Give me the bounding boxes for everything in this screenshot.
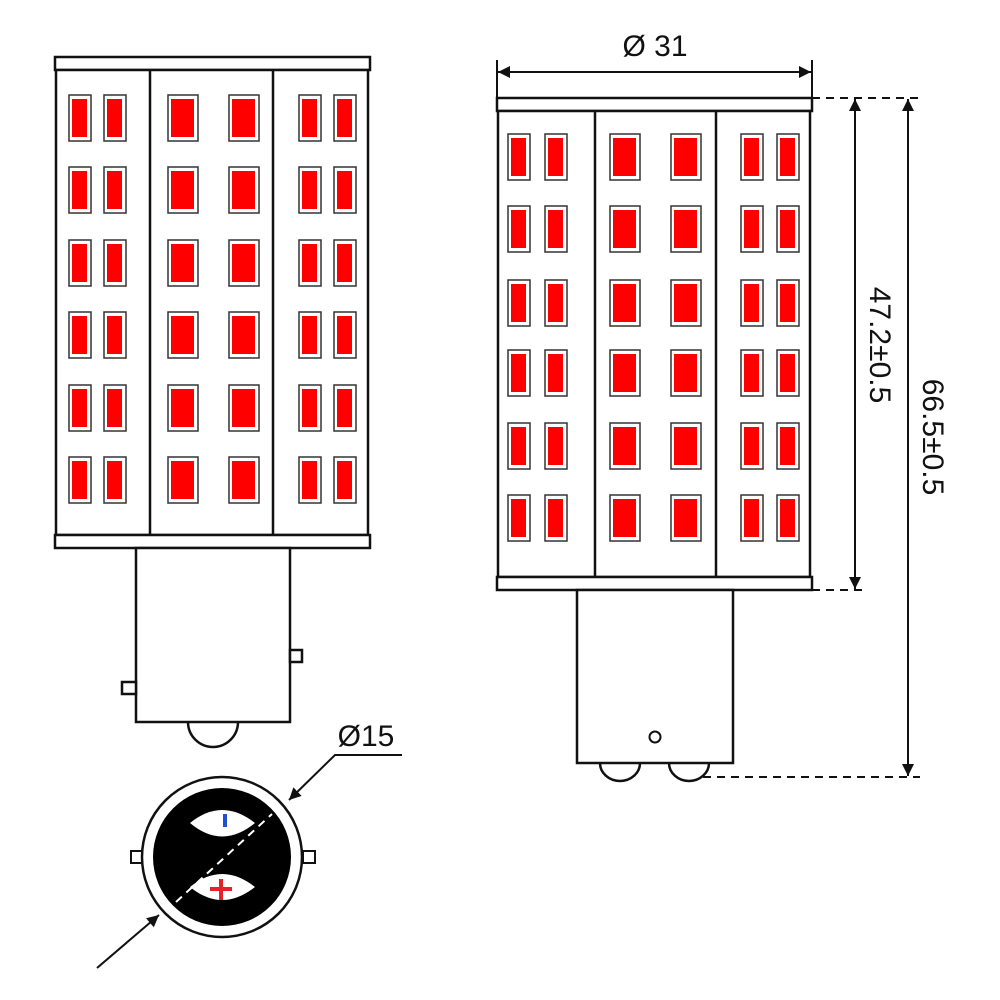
diameter-31-label: Ø 31 <box>622 30 687 63</box>
led-emitter <box>171 244 194 282</box>
led-emitter <box>744 499 759 537</box>
led-emitter <box>674 499 697 537</box>
led-emitter <box>780 284 795 322</box>
diameter-15-leader <box>288 754 402 801</box>
led-emitter <box>613 499 636 537</box>
led-emitter <box>337 461 352 499</box>
led-emitter <box>613 284 636 322</box>
diameter-15-arrow <box>96 914 160 969</box>
led-emitter <box>171 461 194 499</box>
led-emitter <box>171 171 194 209</box>
led-emitter <box>107 461 122 499</box>
led-emitter <box>302 316 317 354</box>
top-cap <box>53 55 372 72</box>
top-cap <box>495 96 814 113</box>
contact <box>186 721 240 749</box>
led-emitter <box>674 354 697 392</box>
led-emitter <box>171 389 194 427</box>
pin <box>120 680 138 696</box>
led-emitter <box>232 389 255 427</box>
led-emitter <box>744 138 759 176</box>
led-emitter <box>613 427 636 465</box>
led-emitter <box>511 284 526 322</box>
pin <box>288 648 304 664</box>
led-emitter <box>744 210 759 248</box>
pin <box>302 850 316 864</box>
led-emitter <box>548 499 563 537</box>
negative-contact <box>190 810 255 837</box>
led-emitter <box>72 171 87 209</box>
led-emitter <box>613 354 636 392</box>
led-emitter <box>72 316 87 354</box>
side-view-right <box>495 96 814 783</box>
led-emitter <box>744 427 759 465</box>
bottom-cap <box>495 575 814 592</box>
led-emitter <box>337 244 352 282</box>
led-emitter <box>548 354 563 392</box>
side-view-left <box>53 55 372 749</box>
led-emitter <box>232 171 255 209</box>
led-emitter <box>337 389 352 427</box>
led-emitter <box>232 461 255 499</box>
led-emitter <box>337 171 352 209</box>
led-emitter <box>107 171 122 209</box>
led-emitter <box>780 427 795 465</box>
led-emitter <box>72 461 87 499</box>
led-emitter <box>72 244 87 282</box>
led-emitter <box>72 389 87 427</box>
led-emitter <box>744 354 759 392</box>
led-emitter <box>674 138 697 176</box>
led-emitter <box>780 354 795 392</box>
led-emitter <box>72 99 87 137</box>
pin-hole <box>648 730 662 744</box>
led-emitter <box>171 316 194 354</box>
led-emitter <box>674 427 697 465</box>
led-emitter <box>171 99 194 137</box>
led-emitter <box>302 99 317 137</box>
led-emitter <box>613 138 636 176</box>
bottom-cap <box>53 533 372 550</box>
led-emitter <box>548 427 563 465</box>
centerline <box>175 813 273 903</box>
diameter-15-label: Ø15 <box>338 720 395 753</box>
contact <box>667 762 711 783</box>
led-emitter <box>511 138 526 176</box>
bayonet-base <box>134 546 292 724</box>
led-emitter <box>302 461 317 499</box>
led-emitter <box>548 284 563 322</box>
led-emitter <box>232 316 255 354</box>
led-emitter <box>548 210 563 248</box>
height-47-label: 47.2±0.5 <box>863 287 896 404</box>
led-emitter <box>780 210 795 248</box>
dimension-lines <box>96 60 920 969</box>
height-66-label: 66.5±0.5 <box>916 379 949 496</box>
led-emitter <box>744 284 759 322</box>
contact <box>598 762 642 783</box>
led-emitter <box>302 244 317 282</box>
positive-icon <box>210 879 232 900</box>
led-emitter <box>302 389 317 427</box>
led-emitter <box>780 499 795 537</box>
led-emitter <box>511 210 526 248</box>
led-emitter <box>107 244 122 282</box>
led-emitter <box>107 389 122 427</box>
led-emitter <box>337 316 352 354</box>
led-emitter <box>232 244 255 282</box>
led-emitter <box>613 210 636 248</box>
led-emitter <box>511 427 526 465</box>
led-emitter <box>232 99 255 137</box>
led-emitter <box>511 499 526 537</box>
led-emitter <box>337 99 352 137</box>
led-emitter <box>107 316 122 354</box>
led-emitter <box>780 138 795 176</box>
led-emitter <box>302 171 317 209</box>
led-emitter <box>674 284 697 322</box>
led-emitter <box>674 210 697 248</box>
led-emitter <box>107 99 122 137</box>
led-emitter <box>511 354 526 392</box>
led-emitter <box>548 138 563 176</box>
base-bottom-view <box>130 775 316 939</box>
